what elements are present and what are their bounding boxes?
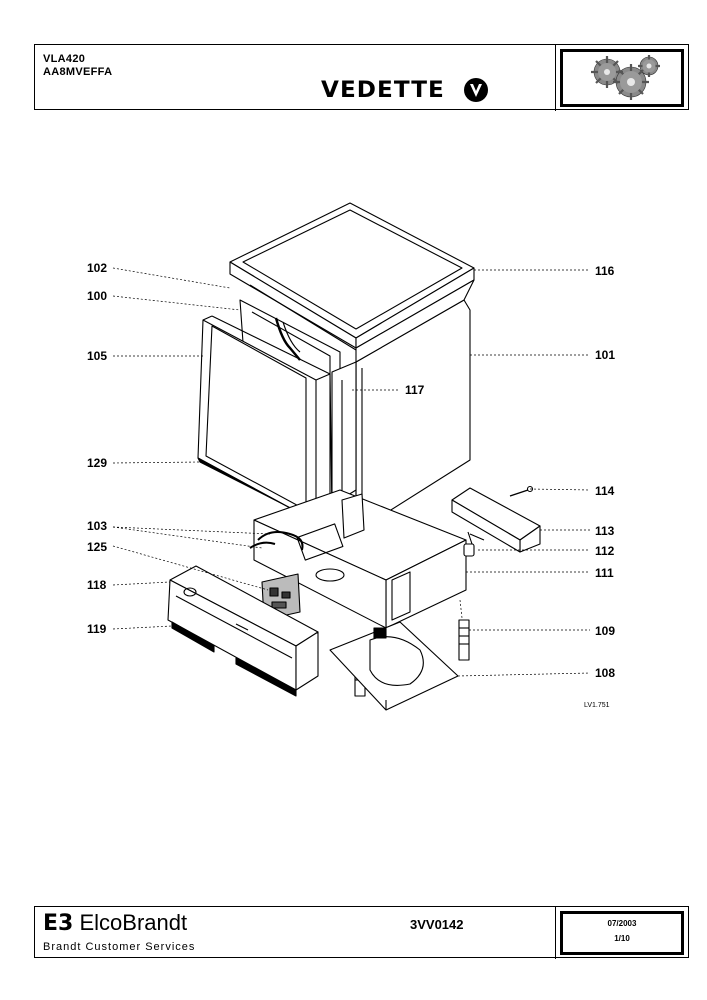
part-119-strip <box>171 621 297 697</box>
exploded-view-diagram <box>112 202 591 711</box>
part-108-base-pan <box>329 621 459 711</box>
brand-name: VEDETTE <box>321 78 445 103</box>
vedette-v-icon <box>464 78 488 102</box>
part-111-base <box>253 489 467 629</box>
callout-118: 118 <box>87 578 107 592</box>
callout-119: 119 <box>87 622 107 636</box>
callout-103: 103 <box>87 519 108 533</box>
callout-100: 100 <box>87 289 108 303</box>
callout-113: 113 <box>595 524 615 538</box>
gears-icon <box>591 55 660 100</box>
date-label: 07/2003 <box>607 919 637 928</box>
date-box: 07/2003 1/10 <box>555 907 688 959</box>
title-block: VLA420 AA8MVEFFA VEDETTE <box>34 44 689 111</box>
model-name: VLA420 <box>43 53 86 65</box>
callout-116: 116 <box>595 264 615 278</box>
callout-108: 108 <box>595 666 616 680</box>
diagram-reference: LV1.751 <box>584 702 610 709</box>
callout-129: 129 <box>87 456 108 470</box>
company-name: E3 ElcoBrandt <box>43 910 187 936</box>
date-frame <box>560 911 684 955</box>
part-116-worktop <box>229 202 475 349</box>
callout-114: 114 <box>595 484 615 498</box>
document-code: 3VV0142 <box>410 917 464 932</box>
model-info: VLA420 AA8MVEFFA <box>43 53 112 79</box>
company-label: ElcoBrandt <box>79 910 188 935</box>
part-117-panel <box>331 361 357 506</box>
logo-box <box>555 45 688 111</box>
callout-117: 117 <box>405 383 425 397</box>
callout-112: 112 <box>595 544 615 558</box>
logo-frame <box>560 49 684 107</box>
callout-111: 111 <box>595 566 614 580</box>
part-112-valve <box>463 531 485 557</box>
part-114-screw <box>509 485 534 497</box>
callout-109: 109 <box>595 624 616 638</box>
callout-125: 125 <box>87 540 108 554</box>
service-label: Brandt Customer Services <box>43 941 196 953</box>
page-number: 1/10 <box>614 934 630 943</box>
company-logo-mark: E3 <box>43 911 74 936</box>
callout-105: 105 <box>87 349 108 363</box>
callout-101: 101 <box>595 348 616 362</box>
footer-block: E3 ElcoBrandt Brandt Customer Services 3… <box>34 906 689 959</box>
part-118-plinth <box>167 565 319 691</box>
callout-102: 102 <box>87 261 108 275</box>
model-code: AA8MVEFFA <box>43 66 113 78</box>
part-113-bracket <box>451 487 541 553</box>
